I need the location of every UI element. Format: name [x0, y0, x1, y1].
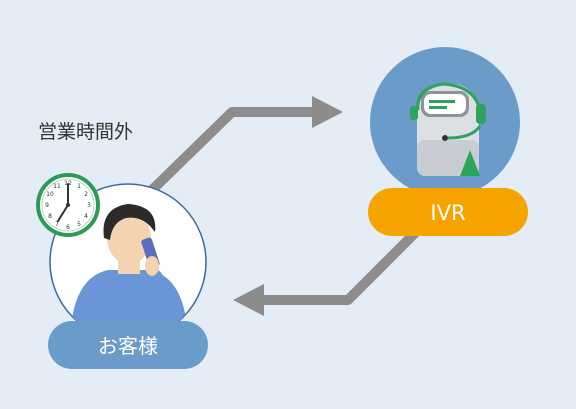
svg-text:4: 4 [84, 213, 88, 220]
ivr-pill [368, 188, 528, 236]
robot-operator-icon [410, 82, 486, 176]
svg-text:2: 2 [84, 191, 88, 198]
svg-text:6: 6 [66, 224, 70, 231]
arrow-to-ivr-icon [146, 96, 343, 196]
svg-text:10: 10 [46, 191, 54, 198]
svg-text:8: 8 [48, 213, 52, 220]
arrow-to-customer-icon [233, 224, 424, 316]
svg-text:7: 7 [55, 221, 59, 228]
customer-label: お客様 [98, 334, 158, 358]
svg-text:3: 3 [87, 202, 91, 209]
svg-text:11: 11 [53, 183, 61, 190]
svg-text:5: 5 [77, 221, 81, 228]
clock-icon: 12 1 2 3 4 5 6 7 8 9 10 11 [36, 173, 100, 237]
svg-text:1: 1 [77, 183, 81, 190]
ivr-node: IVR [368, 47, 528, 236]
ivr-label: IVR [430, 201, 465, 225]
customer-pill [48, 321, 208, 369]
after-hours-caption: 営業時間外 [38, 121, 133, 143]
svg-text:9: 9 [45, 202, 49, 209]
